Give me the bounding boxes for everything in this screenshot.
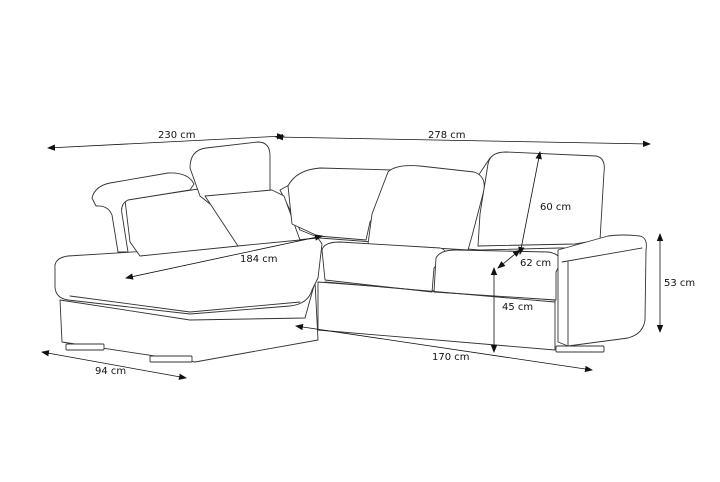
seat-inner-line [69, 295, 301, 313]
dimension-labels: 230 cm 278 cm 184 cm 60 cm 62 cm 53 cm 4… [95, 130, 695, 377]
seat-front-line [324, 281, 556, 303]
dim-line-right-width [275, 133, 651, 148]
leg-left-front [65, 343, 105, 351]
dim-line-left-width [47, 133, 285, 151]
leg-chaise-end [149, 355, 193, 363]
dim-line-seat-width-right [295, 323, 593, 373]
leg-right-front [555, 345, 605, 353]
label-chaise-depth: 94 cm [95, 366, 126, 377]
label-total-height: 53 cm [664, 278, 695, 289]
label-seat-depth: 62 cm [520, 258, 551, 269]
dim-line-seat-depth [497, 249, 521, 269]
chaise-headrest [91, 172, 195, 253]
label-right-width: 278 cm [428, 130, 466, 141]
dim-line-chaise-depth [41, 350, 187, 380]
label-seat-width-left: 184 cm [240, 254, 278, 265]
right-armrest-top-edge [561, 247, 643, 263]
sofa-drawing [54, 141, 647, 363]
right-headrest [477, 151, 605, 247]
label-seat-height: 45 cm [502, 302, 533, 313]
dimension-lines [41, 133, 664, 380]
label-left-width: 230 cm [158, 130, 196, 141]
right-armrest [557, 234, 647, 347]
dim-line-seat-width-left [125, 234, 323, 280]
label-seat-width-right: 170 cm [432, 352, 470, 363]
back-cushion-2 [367, 165, 485, 251]
label-headrest-height: 60 cm [540, 202, 571, 213]
dim-line-headrest-height [518, 151, 542, 255]
